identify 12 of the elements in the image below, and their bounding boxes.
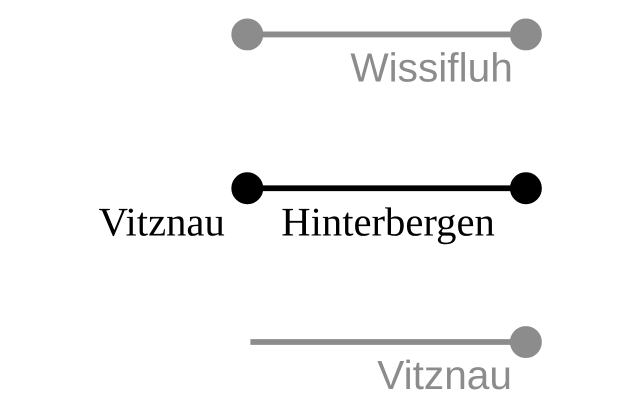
node-circle [230,18,263,50]
node-label: Hinterbergen [280,199,494,244]
node-label: Wissifluh [350,44,512,90]
node-label: Vitznau [98,199,224,244]
node-circle [509,326,542,358]
connector [261,185,510,192]
node-circle [509,172,542,204]
connector [261,32,510,38]
node-circle [230,172,263,204]
node-label: Vitznau [376,352,512,398]
connector [250,339,510,345]
node-circle [509,18,542,50]
